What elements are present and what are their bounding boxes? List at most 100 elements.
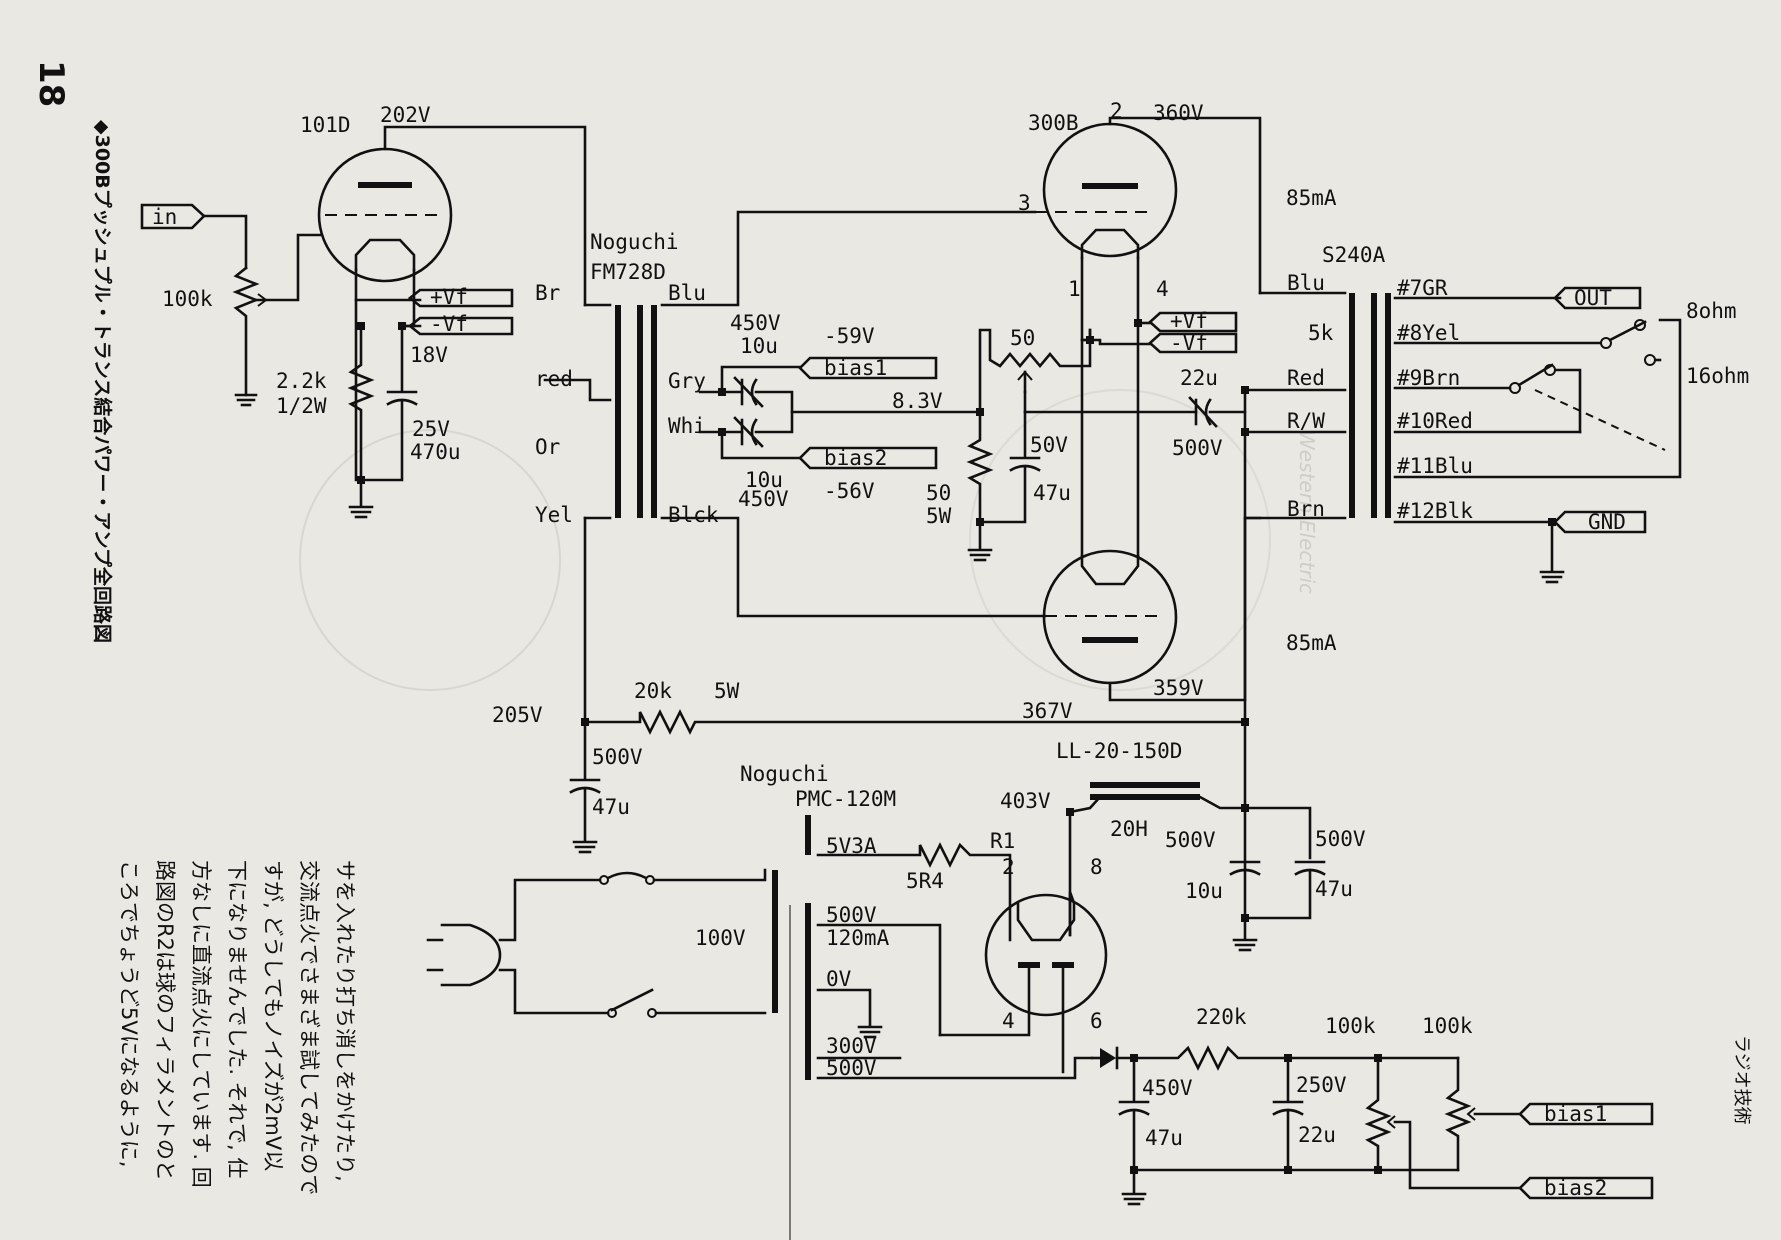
filter-c1-value: 10u — [1185, 879, 1223, 903]
b-plus-367: 367V — [1022, 699, 1073, 723]
r1-label: R1 — [990, 829, 1015, 853]
b-plus-205: 205V — [492, 703, 543, 727]
bias-pot-2: 100k — [1422, 1014, 1473, 1038]
sec-lead-blu: Blu — [668, 281, 706, 305]
pri-lead-or: Or — [535, 435, 560, 459]
bias-voltage-bot: -56V — [824, 479, 875, 503]
sec-lead-whi: Whi — [668, 414, 706, 438]
cathode-resistor-watt: 1/2W — [276, 394, 327, 418]
sec-7gr: #7GR — [1397, 276, 1448, 300]
cathode-voltage: 18V — [410, 343, 448, 367]
page-number: 18 — [31, 60, 71, 107]
pin-filament-1: 1 — [1068, 277, 1081, 301]
plate-voltage-359: 359V — [1153, 676, 1204, 700]
figure-caption: ◆300Bプッシュプル・トランス結合パワー・アンプ全回路図 — [91, 120, 114, 643]
body-text: サを入れたり打ち消しをかけたり, 交流点火でさまざま試してみたので すが, どう… — [117, 860, 357, 1195]
body-line: すが, どうしてもノイズが2mV以 — [261, 860, 285, 1171]
impedance-8ohm: 8ohm — [1686, 299, 1737, 323]
sec-8yel: #8Yel — [1397, 321, 1460, 345]
sec-9brn: #9Brn — [1397, 366, 1460, 390]
b-cap-voltage: 500V — [592, 745, 643, 769]
grid-cap-top-value: 10u — [740, 334, 778, 358]
plate-voltage-202: 202V — [380, 103, 431, 127]
pin-grid: 3 — [1018, 191, 1031, 215]
pri-rw: R/W — [1287, 409, 1325, 433]
pri-lead-br: Br — [535, 281, 560, 305]
cathode-r-watt: 5W — [926, 504, 952, 528]
rect-pin-6: 6 — [1090, 1009, 1103, 1033]
bias-c2-value: 22u — [1298, 1123, 1336, 1147]
interstage-model: FM728D — [590, 260, 666, 284]
cathode-cap-voltage: 25V — [412, 417, 450, 441]
body-line: 下になりませんでした. それで, 仕 — [225, 860, 249, 1178]
pri-blu: Blu — [1287, 271, 1325, 295]
filter-c2-voltage: 500V — [1315, 827, 1366, 851]
hv-current: 120mA — [826, 926, 890, 950]
b-plus-distribution: 205V 20k 5W 367V 500V 47u — [492, 679, 1249, 854]
choke-inductance: 20H — [1110, 817, 1148, 841]
hum-pot-value: 50 — [1010, 326, 1035, 350]
bias2-port-mid: bias2 — [824, 446, 887, 470]
pin-filament-4: 4 — [1156, 277, 1169, 301]
output-tube-top — [1042, 122, 1178, 258]
filter-c2-value: 47u — [1315, 877, 1353, 901]
output-port: OUT — [1574, 286, 1612, 310]
output-transformer: S240A Blu 5k Red R/W Brn 22u 500V #7GR #… — [1023, 243, 1749, 724]
cathode-cap-value: 470u — [410, 440, 461, 464]
fb-cap-value: 22u — [1180, 366, 1218, 390]
bias2-port-bottom: bias2 — [1544, 1176, 1607, 1200]
input-label: in — [152, 205, 177, 229]
sec-12blk: #12Blk — [1397, 499, 1473, 523]
output-tubes: 300B 2 360V 3 1 4 85mA 85mA 359V +Vf -Vf — [1018, 99, 1337, 702]
watermark-area: Western Electric — [299, 389, 1319, 691]
body-line: ころでちょうど5Vになるように, — [117, 860, 141, 1167]
body-line: サを入れたり打ち消しをかけたり, — [333, 860, 357, 1182]
bias-tap-300: 300V — [826, 1034, 877, 1058]
primary-voltage: 100V — [695, 926, 746, 950]
rect-pin-8: 8 — [1090, 855, 1103, 879]
grid-cap-bot-voltage: 450V — [738, 487, 789, 511]
bias-c2-voltage: 250V — [1296, 1073, 1347, 1097]
current-bottom: 85mA — [1286, 631, 1337, 655]
vf-plus-label: +Vf — [430, 285, 468, 309]
drop-resistor: 20k — [634, 679, 672, 703]
rect-pin-4: 4 — [1002, 1009, 1015, 1033]
ct-0v: 0V — [826, 967, 852, 991]
body-line: 路図のR2は球のフィラメントのと — [153, 860, 177, 1181]
power-xfmr-model: PMC-120M — [795, 787, 896, 811]
vf-plus-300b: +Vf — [1170, 309, 1208, 333]
filter-c1-voltage: 500V — [1165, 828, 1216, 852]
tube-300B-label: 300B — [1028, 111, 1079, 135]
interstage-maker: Noguchi — [590, 230, 679, 254]
body-line: 方なしに直流点火にしています. 回 — [189, 860, 213, 1188]
body-line: 交流点火でさまざま試してみたので — [297, 860, 321, 1195]
pri-red: Red — [1287, 366, 1325, 390]
gnd-port: GND — [1588, 510, 1626, 534]
sec-11blu: #11Blu — [1397, 454, 1473, 478]
tube-101D-label: 101D — [300, 113, 351, 137]
bias-voltage-top: -59V — [824, 324, 875, 348]
vf-minus-300b: -Vf — [1170, 331, 1208, 355]
cathode-cap-val: 47u — [1033, 481, 1071, 505]
sec-lead-gry: Gry — [668, 369, 706, 393]
interstage-transformer: Noguchi FM728D Br red Or Yel Blu Gry Whi… — [535, 210, 1047, 724]
bias-pot-1: 100k — [1325, 1014, 1376, 1038]
drop-resistor-watt: 5W — [714, 679, 740, 703]
pri-brn: Brn — [1287, 497, 1325, 521]
pin-plate: 2 — [1110, 99, 1123, 123]
bias-supply: 220k 450V 47u 250V 22u 100k 100k bias1 b… — [1090, 1005, 1654, 1206]
bias-c1-value: 47u — [1145, 1126, 1183, 1150]
r1-value: 5R4 — [906, 869, 944, 893]
grid-cap-bot-value: 10u — [745, 468, 783, 492]
bias1-port-top: bias1 — [824, 356, 887, 380]
cathode-r-value: 50 — [926, 481, 951, 505]
sec-lead-blck: Blck — [668, 503, 719, 527]
plate-voltage-360: 360V — [1153, 101, 1204, 125]
bias1-port-bottom: bias1 — [1544, 1102, 1607, 1126]
watermark-text: Western Electric — [1295, 430, 1319, 594]
bias-series-r: 220k — [1196, 1005, 1247, 1029]
cathode-cap-v: 50V — [1030, 433, 1068, 457]
power-supply: Noguchi PMC-120M LL-20-150D 20H 403V 500… — [426, 720, 1366, 1080]
